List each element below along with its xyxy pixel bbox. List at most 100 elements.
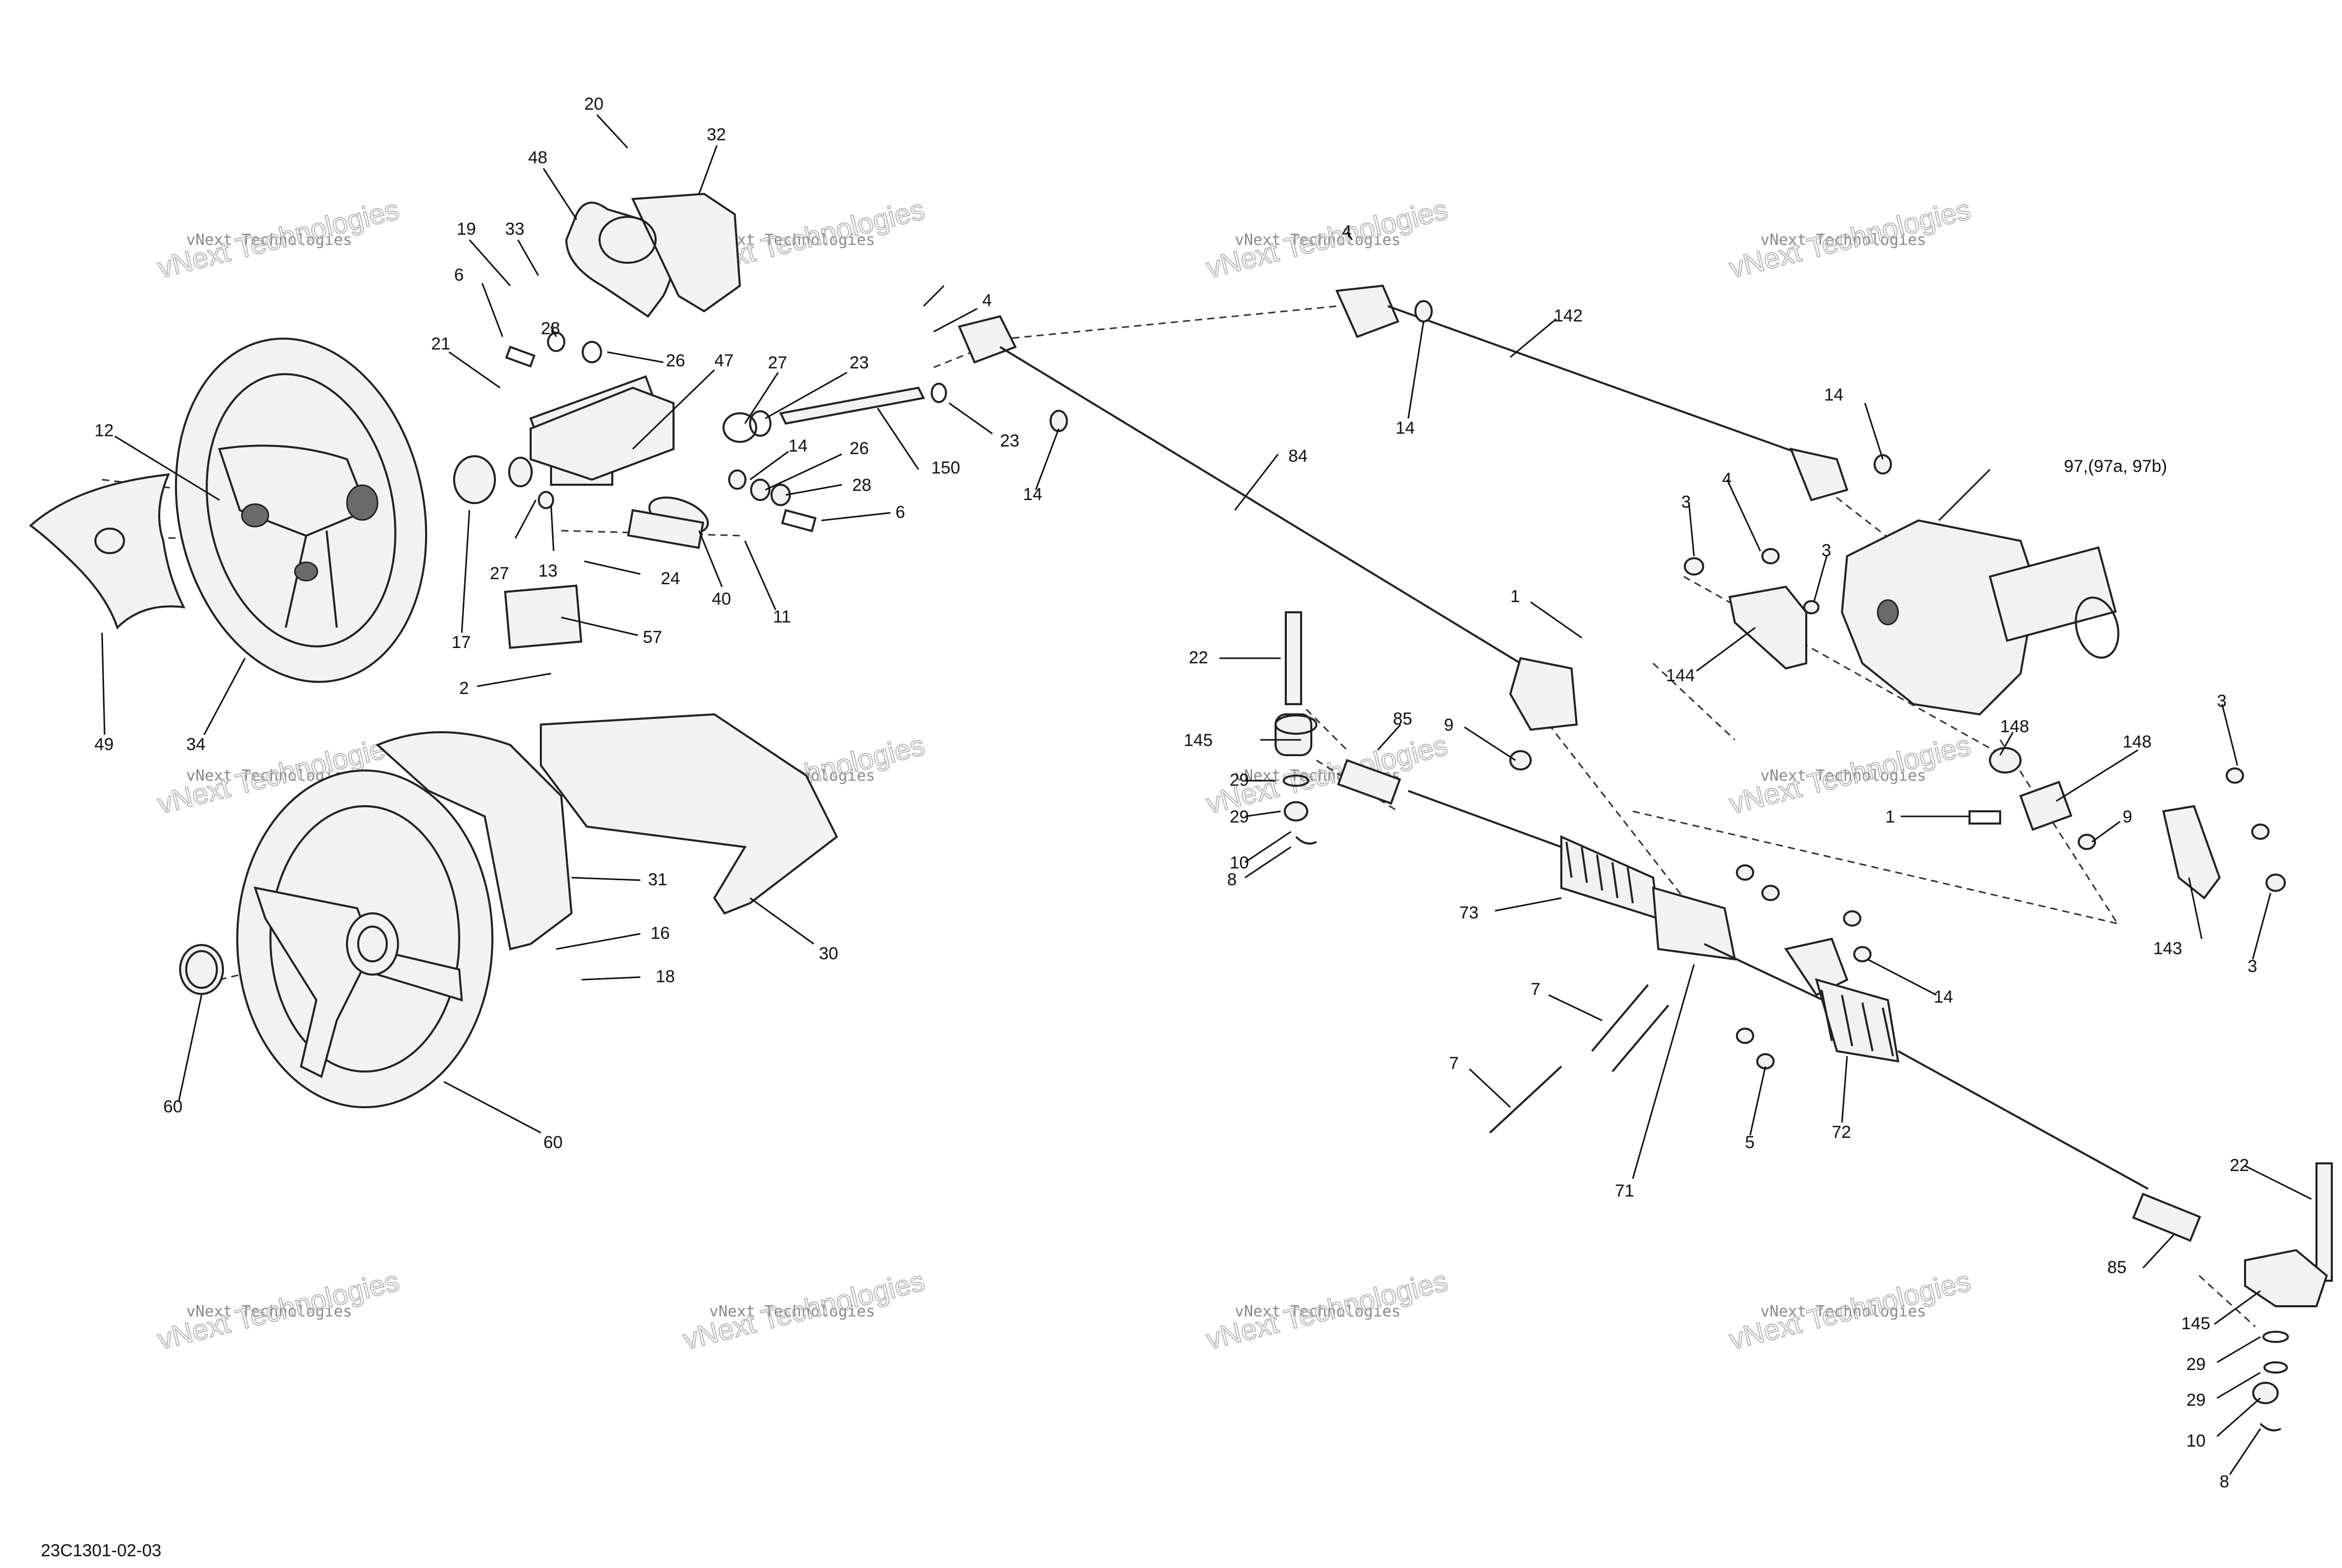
steering-wheel-upper [175, 337, 428, 683]
callout-4: 4 [982, 291, 992, 310]
callout-150: 150 [931, 458, 960, 478]
callout-4: 4 [1722, 469, 1732, 489]
assembly-line [1652, 662, 1736, 741]
callout-9: 9 [2123, 807, 2132, 827]
callout-22: 22 [1189, 648, 1208, 667]
callout-13: 13 [538, 561, 558, 581]
callout-19: 19 [457, 219, 476, 239]
callout-60: 60 [543, 1133, 563, 1152]
callout-24: 24 [661, 569, 680, 588]
watermark-small: vNext Technologies [709, 1303, 875, 1321]
tie-rod-end-right [2132, 1162, 2333, 1432]
column-bracket [504, 386, 705, 649]
mount-brackets [1684, 548, 2286, 900]
watermark-small: vNext Technologies [1760, 1303, 1926, 1321]
watermark-small: vNext Technologies [1760, 767, 1926, 785]
callout-97: 97,(97a, 97b) [2064, 457, 2167, 476]
callout-14: 14 [1023, 485, 1042, 504]
callout-14: 14 [1396, 418, 1415, 438]
callout-16: 16 [651, 924, 670, 943]
callout-7: 7 [1531, 980, 1540, 999]
assembly-line [1000, 305, 1337, 340]
callout-23: 23 [1000, 431, 1019, 451]
watermark-small: vNext Technologies [186, 231, 352, 249]
callout-14: 14 [788, 436, 808, 456]
callout-18: 18 [656, 967, 675, 986]
callout-11: 11 [773, 607, 791, 627]
callout-28: 28 [541, 319, 560, 338]
callout-47: 47 [714, 351, 734, 370]
callout-33: 33 [505, 219, 525, 239]
callout-1: 1 [1510, 587, 1520, 606]
callout-10: 10 [2186, 1431, 2206, 1451]
callout-27: 27 [490, 564, 509, 583]
callout-1: 1 [1885, 807, 1895, 827]
watermark-small: vNext Technologies [1235, 231, 1401, 249]
bushings [1969, 747, 2096, 850]
assembly-line [1540, 714, 1685, 899]
steering-rack [1408, 790, 2149, 1190]
assembly-line [2198, 1275, 2256, 1328]
assembly-line [1632, 810, 2118, 925]
callout-40: 40 [712, 589, 731, 609]
callout-5: 5 [1745, 1133, 1755, 1152]
callout-29: 29 [1230, 770, 1249, 790]
upper-shaft [1335, 284, 1892, 502]
callout-8: 8 [2220, 1472, 2229, 1491]
callout-3: 3 [1822, 541, 1831, 560]
callout-30: 30 [819, 944, 838, 963]
callout-31: 31 [648, 870, 667, 889]
callout-9: 9 [1444, 715, 1454, 735]
callout-6: 6 [454, 265, 464, 285]
callout-26: 26 [850, 439, 869, 458]
long-bolts [1489, 984, 1670, 1134]
tie-rod-end-left [1275, 611, 1401, 845]
callout-29: 29 [2186, 1390, 2206, 1410]
assembly-line [1305, 708, 1348, 751]
callout-34: 34 [186, 735, 206, 754]
callout-22: 22 [2230, 1156, 2249, 1175]
callout-7: 7 [1449, 1054, 1459, 1073]
callout-23: 23 [850, 353, 869, 372]
callout-28: 28 [852, 476, 871, 495]
callout-148: 148 [2123, 732, 2152, 752]
callout-72: 72 [1832, 1123, 1851, 1142]
callout-3: 3 [1681, 492, 1691, 512]
steering-column-top [453, 332, 947, 534]
callout-26: 26 [666, 351, 685, 370]
callout-145: 145 [1184, 731, 1213, 750]
callout-14: 14 [1934, 987, 1953, 1007]
callout-17: 17 [452, 633, 471, 652]
callout-73: 73 [1459, 903, 1479, 923]
callout-143: 143 [2153, 939, 2182, 958]
leader-lines [101, 114, 2312, 1475]
callout-27: 27 [768, 353, 787, 372]
callout-48: 48 [528, 148, 547, 167]
callout-142: 142 [1554, 306, 1583, 326]
callout-3: 3 [2248, 957, 2257, 976]
watermark-small: vNext Technologies [1235, 1303, 1401, 1321]
watermark-small: vNext Technologies [1760, 231, 1926, 249]
callout-3: 3 [2217, 691, 2227, 711]
dash-covers [376, 713, 838, 951]
intermediate-shaft [958, 315, 1578, 770]
callout-4: 4 [1342, 222, 1352, 241]
callout-2: 2 [459, 679, 469, 698]
callout-21: 21 [431, 334, 451, 354]
assembly-line [1316, 759, 1399, 812]
instrument-housing [565, 192, 741, 318]
callout-71: 71 [1615, 1181, 1634, 1201]
callout-10: 10 [1230, 853, 1249, 873]
steering-wheel-lower [179, 769, 493, 1108]
callout-12: 12 [94, 421, 114, 440]
callouts: 20 32 48 19 33 6 28 26 47 21 12 27 23 14… [94, 94, 2257, 1491]
watermark-small: vNext Technologies [186, 1303, 352, 1321]
callout-32: 32 [707, 125, 726, 144]
callout-148: 148 [2000, 717, 2029, 736]
callout-6: 6 [895, 503, 905, 522]
callout-8: 8 [1227, 870, 1237, 889]
callout-84: 84 [1288, 446, 1308, 466]
callout-29: 29 [2186, 1355, 2206, 1374]
callout-29: 29 [1230, 807, 1249, 827]
